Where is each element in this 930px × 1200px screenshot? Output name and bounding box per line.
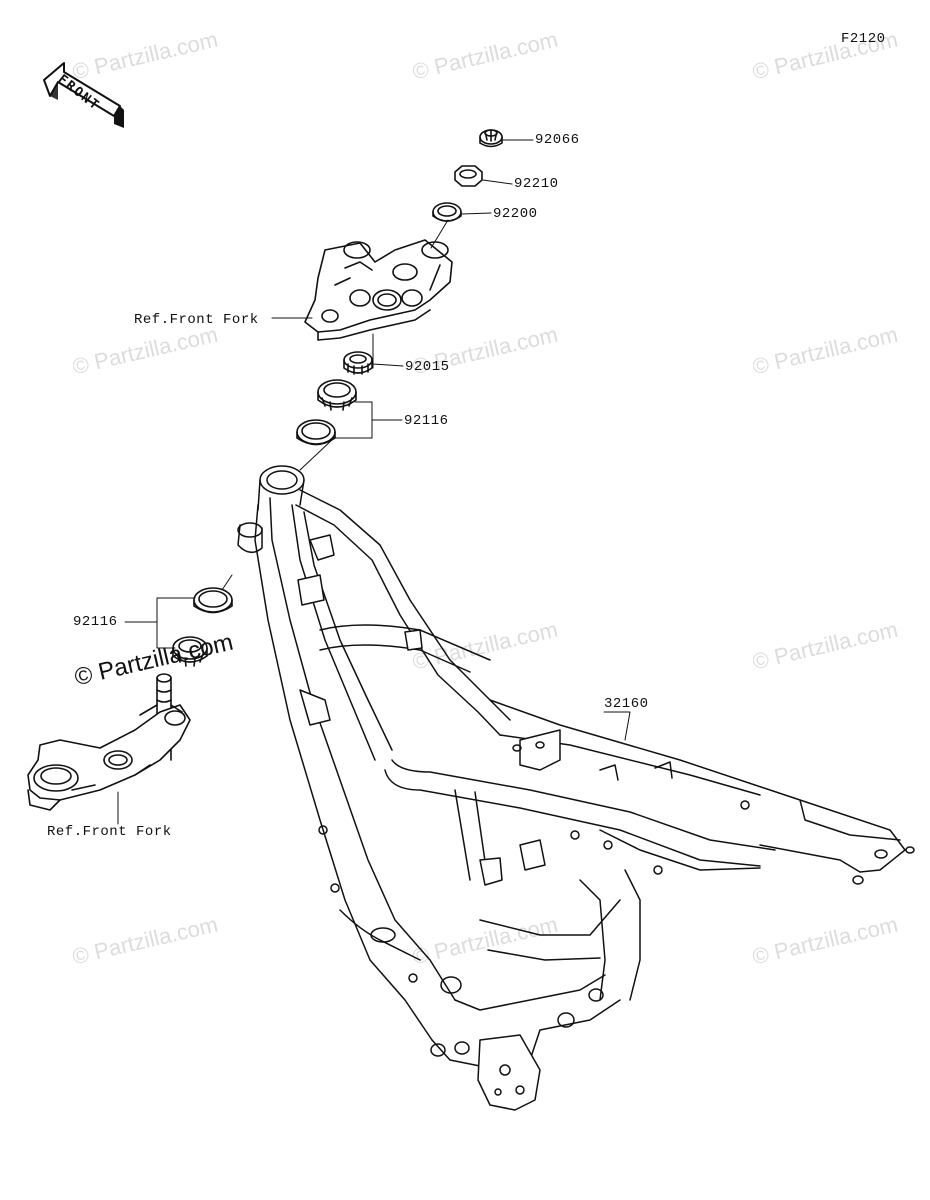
part-label-92015[interactable]: 92015 (405, 359, 450, 375)
nut-92210 (454, 165, 483, 187)
bearing-92116-lower (172, 636, 208, 667)
part-label-92200[interactable]: 92200 (493, 206, 538, 222)
leader-lines (117, 139, 631, 825)
lower-triple-clamp (27, 673, 191, 811)
part-label-92210[interactable]: 92210 (514, 176, 559, 192)
stem-nut-92015 (343, 351, 373, 375)
bearing-92116-upper (317, 379, 357, 411)
nut-92066 (479, 129, 503, 148)
race-92116-upper (296, 419, 336, 446)
upper-triple-clamp (304, 239, 453, 341)
part-label-32160[interactable]: 32160 (604, 696, 649, 712)
part-label-92066[interactable]: 92066 (535, 132, 580, 148)
main-frame-32160 (237, 465, 915, 1111)
part-label-92116-upper[interactable]: 92116 (404, 413, 449, 429)
race-92116-lower (193, 587, 233, 614)
washer-92200 (432, 202, 462, 222)
diagram-code: F2120 (841, 31, 886, 47)
front-direction-arrow (43, 62, 124, 128)
part-label-92116-lower[interactable]: 92116 (73, 614, 118, 630)
reference-label-front-fork-lower[interactable]: Ref.Front Fork (47, 824, 172, 840)
reference-label-front-fork-upper[interactable]: Ref.Front Fork (134, 312, 259, 328)
